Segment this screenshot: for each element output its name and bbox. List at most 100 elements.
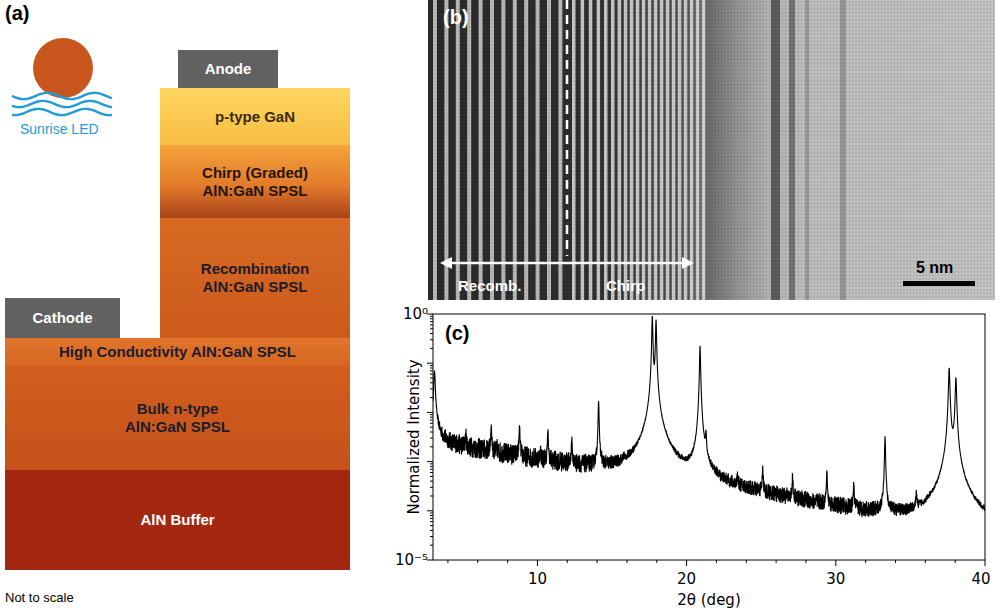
layer-band: Recombination AlN:GaN SPSL [160, 218, 350, 338]
x-tick [507, 560, 508, 563]
logo-text: Sunrise LED [20, 121, 99, 137]
label-holder: 20 [677, 570, 696, 588]
y-tick [430, 318, 433, 319]
y-tick [430, 420, 433, 421]
y-tick [430, 515, 433, 516]
y-tick [430, 476, 433, 477]
y-tick [430, 417, 433, 418]
layer-label: Bulk n-type AlN:GaN SPSL [108, 400, 248, 436]
electrode-pad: Cathode [5, 298, 120, 338]
x-tick [597, 560, 598, 563]
y-tick [430, 513, 433, 514]
axis-title: Normalized Intensity [405, 359, 423, 514]
y-tick [430, 321, 433, 322]
layer-label: Cathode [33, 309, 93, 327]
label-holder: 2θ (deg) [677, 591, 740, 609]
x-tick [865, 560, 866, 563]
x-tick [746, 560, 747, 563]
sun-logo [33, 38, 93, 98]
scale-bar [903, 281, 975, 286]
scale-label: 5 nm [916, 259, 953, 276]
y-tick [430, 339, 433, 340]
arrow-head [682, 257, 694, 269]
y-tick [430, 438, 433, 439]
wave-line [12, 101, 112, 107]
note: Not to scale [5, 590, 74, 605]
label-holder: (a) [5, 2, 29, 25]
layer-label: High Conductivity AlN:GaN SPSL [59, 343, 296, 361]
axis-tick-label: 20 [677, 570, 696, 588]
x-tick [626, 560, 627, 563]
layer-band: p-type GaN [160, 88, 350, 145]
y-tick [427, 461, 433, 462]
panel-letter: (c) [445, 322, 469, 344]
y-tick [427, 363, 433, 364]
panel-letter: (a) [5, 2, 29, 24]
label-holder: 10⁻⁵ [395, 551, 428, 569]
y-tick [430, 423, 433, 424]
y-tick [430, 466, 433, 467]
x-tick [716, 560, 717, 563]
axis-tick-label: 30 [826, 570, 845, 588]
label-holder: Recomb. [458, 277, 521, 295]
label-holder: Normalized Intensity [405, 359, 423, 514]
plot-frame [433, 314, 985, 560]
y-tick [430, 545, 433, 546]
y-tick [430, 469, 433, 470]
x-tick [985, 560, 986, 566]
layer-band: AlN Buffer [5, 470, 350, 570]
layer-label: p-type GaN [215, 108, 295, 126]
span-arrow [448, 262, 686, 265]
y-tick [430, 365, 433, 366]
y-tick [430, 324, 433, 325]
label-holder: (c) [445, 322, 469, 345]
label-holder: 10 [528, 570, 547, 588]
axis-title: 2θ (deg) [677, 591, 740, 609]
layer-band: Bulk n-type AlN:GaN SPSL [5, 366, 350, 470]
xrd-curve [433, 316, 985, 517]
panel-letter: (b) [443, 6, 469, 28]
x-tick [447, 560, 448, 563]
wave-line [12, 109, 112, 115]
x-tick [925, 560, 926, 563]
y-tick [430, 348, 433, 349]
wave-line [12, 93, 112, 99]
y-tick [430, 446, 433, 447]
region-label: Chirp [606, 277, 645, 294]
layer-label: AlN Buffer [140, 511, 214, 529]
y-tick [427, 314, 433, 315]
y-tick [430, 316, 433, 317]
y-tick [430, 487, 433, 488]
x-tick [895, 560, 896, 563]
y-tick [430, 370, 433, 371]
y-tick [430, 397, 433, 398]
arrow-head [440, 257, 452, 269]
x-tick [776, 560, 777, 563]
y-tick [430, 388, 433, 389]
x-tick [835, 560, 836, 566]
y-tick [430, 521, 433, 522]
electrode-pad: Anode [178, 50, 278, 88]
label-holder: 40 [971, 570, 990, 588]
y-tick [430, 525, 433, 526]
interface-dashed-line [566, 0, 569, 256]
label-holder: Sunrise LED [20, 120, 99, 138]
y-tick [430, 374, 433, 375]
label-holder: 5 nm [916, 259, 953, 277]
y-tick [430, 378, 433, 379]
axis-tick-label: 10⁰ [403, 305, 428, 323]
y-tick [430, 414, 433, 415]
layer-label: Recombination AlN:GaN SPSL [185, 260, 325, 296]
y-tick [430, 333, 433, 334]
axis-tick-label: 40 [971, 570, 990, 588]
label-holder: 10⁰ [403, 305, 428, 323]
x-tick [805, 560, 806, 563]
y-tick [430, 530, 433, 531]
y-tick [430, 382, 433, 383]
axis-tick-label: 10⁻⁵ [395, 551, 428, 569]
label-holder: (b) [443, 6, 469, 29]
x-tick [686, 560, 687, 566]
y-tick [430, 495, 433, 496]
y-tick [430, 536, 433, 537]
